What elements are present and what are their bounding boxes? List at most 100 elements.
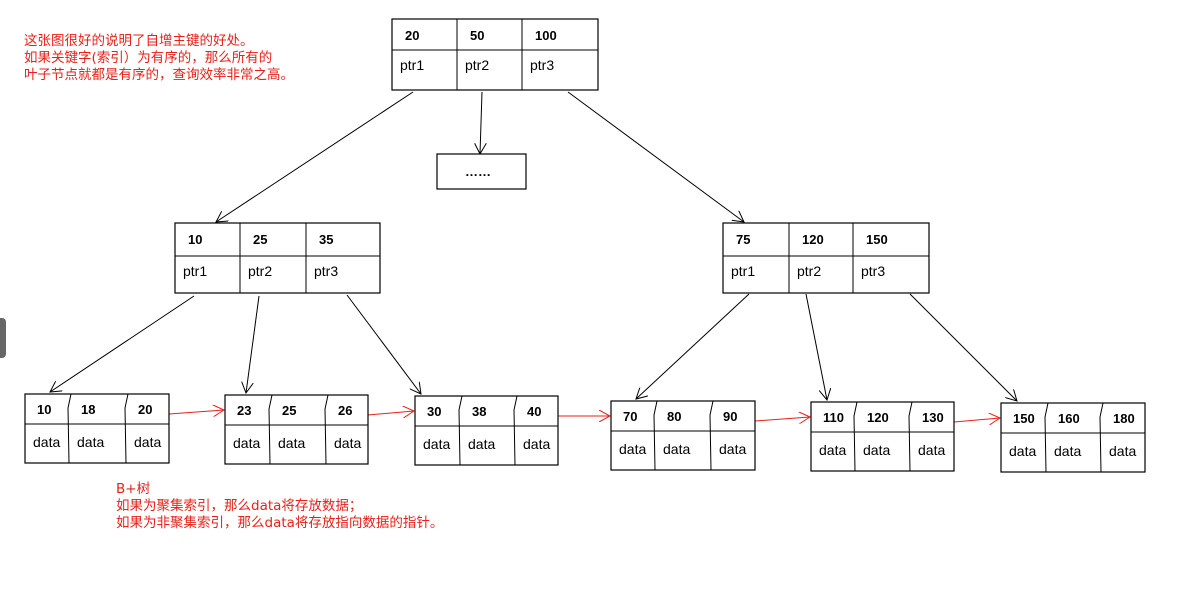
node-box	[224, 394, 369, 465]
key-label: 10	[188, 232, 202, 247]
node-box	[436, 153, 527, 190]
leaf-link-arrow	[168, 410, 224, 414]
note-line: 如果关键字(索引）为有序的，那么所有的	[24, 50, 273, 66]
key-label: 120	[802, 232, 824, 247]
note-line: 叶子节点就都是有序的，查询效率非常之高。	[24, 67, 294, 83]
key-label: 18	[81, 402, 95, 417]
key-label: 70	[623, 409, 637, 424]
pointer-label: ptr3	[861, 263, 885, 279]
cell-divider	[124, 393, 129, 464]
node-box	[722, 222, 930, 294]
key-label: 100	[535, 28, 557, 43]
cell-divider	[908, 401, 913, 472]
pointer-label: ptr1	[731, 263, 755, 279]
leaf-node-3: 30 38 40 data data data	[414, 395, 559, 466]
key-label: 150	[866, 232, 888, 247]
key-label: 35	[319, 232, 333, 247]
data-label: data	[233, 435, 260, 451]
leaf-link-arrow	[754, 417, 810, 421]
pointer-label: ptr2	[248, 263, 272, 279]
collapsed-subtree-node: ……	[436, 153, 527, 190]
edge-root-ptr2	[480, 91, 482, 154]
leaf-link-arrow	[367, 411, 414, 415]
key-label: 23	[237, 403, 251, 418]
edge-right-ptr1	[636, 293, 750, 399]
data-label: data	[278, 435, 305, 451]
edge-left-ptr3	[346, 294, 421, 394]
data-label: data	[33, 434, 60, 450]
key-label: 130	[922, 410, 944, 425]
bplus-tree-note: B+树 如果为聚集索引，那么data将存放数据； 如果为非聚集索引，那么data…	[116, 481, 443, 532]
pointer-label: ptr1	[400, 57, 424, 73]
cell-divider	[67, 393, 72, 464]
edge-left-ptr1	[50, 295, 195, 392]
data-label: data	[468, 436, 495, 452]
data-label: data	[423, 436, 450, 452]
edge-left-ptr2	[246, 295, 260, 393]
side-scroll-handle[interactable]	[0, 318, 6, 358]
data-label: data	[619, 441, 646, 457]
note-line: 如果为非聚集索引，那么data将存放指向数据的指针。	[116, 515, 444, 531]
key-label: 150	[1013, 411, 1035, 426]
node-box	[174, 222, 381, 294]
cell-divider	[653, 400, 658, 471]
cell-divider	[1044, 402, 1049, 473]
data-label: data	[1109, 443, 1136, 459]
key-label: 10	[37, 402, 51, 417]
note-line: 如果为聚集索引，那么data将存放数据；	[116, 498, 363, 514]
data-label: data	[77, 434, 104, 450]
cell-divider	[513, 395, 518, 466]
internal-node-right: 75 120 150 ptr1 ptr2 ptr3	[722, 222, 930, 294]
data-label: data	[819, 442, 846, 458]
pointer-label: ptr3	[314, 263, 338, 279]
key-label: 120	[867, 410, 889, 425]
node-box	[391, 18, 599, 91]
cell-divider	[1099, 402, 1104, 473]
data-label: data	[1054, 443, 1081, 459]
pointer-label: ptr3	[530, 57, 554, 73]
key-label: 20	[138, 402, 152, 417]
key-label: 30	[427, 404, 441, 419]
node-box	[24, 393, 170, 464]
node-box	[1000, 402, 1146, 473]
data-label: data	[523, 436, 550, 452]
key-label: 25	[282, 403, 296, 418]
data-label: data	[863, 442, 890, 458]
node-box	[810, 401, 955, 472]
key-label: 75	[736, 232, 750, 247]
data-label: data	[134, 434, 161, 450]
data-label: data	[334, 435, 361, 451]
edge-root-ptr3	[567, 91, 744, 222]
data-label: data	[918, 442, 945, 458]
cell-divider	[458, 395, 463, 466]
note-line: B+树	[116, 481, 151, 497]
node-box	[610, 400, 756, 471]
cell-divider	[709, 400, 714, 471]
edge-root-ptr1	[216, 91, 414, 222]
key-label: 90	[723, 409, 737, 424]
data-label: data	[1009, 443, 1036, 459]
key-label: 25	[253, 232, 267, 247]
edge-right-ptr3	[909, 293, 1017, 401]
key-label: 40	[527, 404, 541, 419]
leaf-link-arrow	[953, 418, 1000, 422]
ellipsis-label: ……	[465, 164, 491, 179]
data-label: data	[663, 441, 690, 457]
cell-divider	[853, 401, 858, 472]
leaf-node-1: 10 18 20 data data data	[24, 393, 170, 464]
key-label: 50	[470, 28, 484, 43]
cell-divider	[268, 394, 273, 465]
key-label: 180	[1113, 411, 1135, 426]
data-label: data	[719, 441, 746, 457]
cell-divider	[324, 394, 329, 465]
key-label: 20	[405, 28, 419, 43]
key-label: 38	[472, 404, 486, 419]
pointer-label: ptr2	[797, 263, 821, 279]
note-line: 这张图很好的说明了自增主键的好处。	[24, 33, 254, 49]
node-box	[414, 395, 559, 466]
